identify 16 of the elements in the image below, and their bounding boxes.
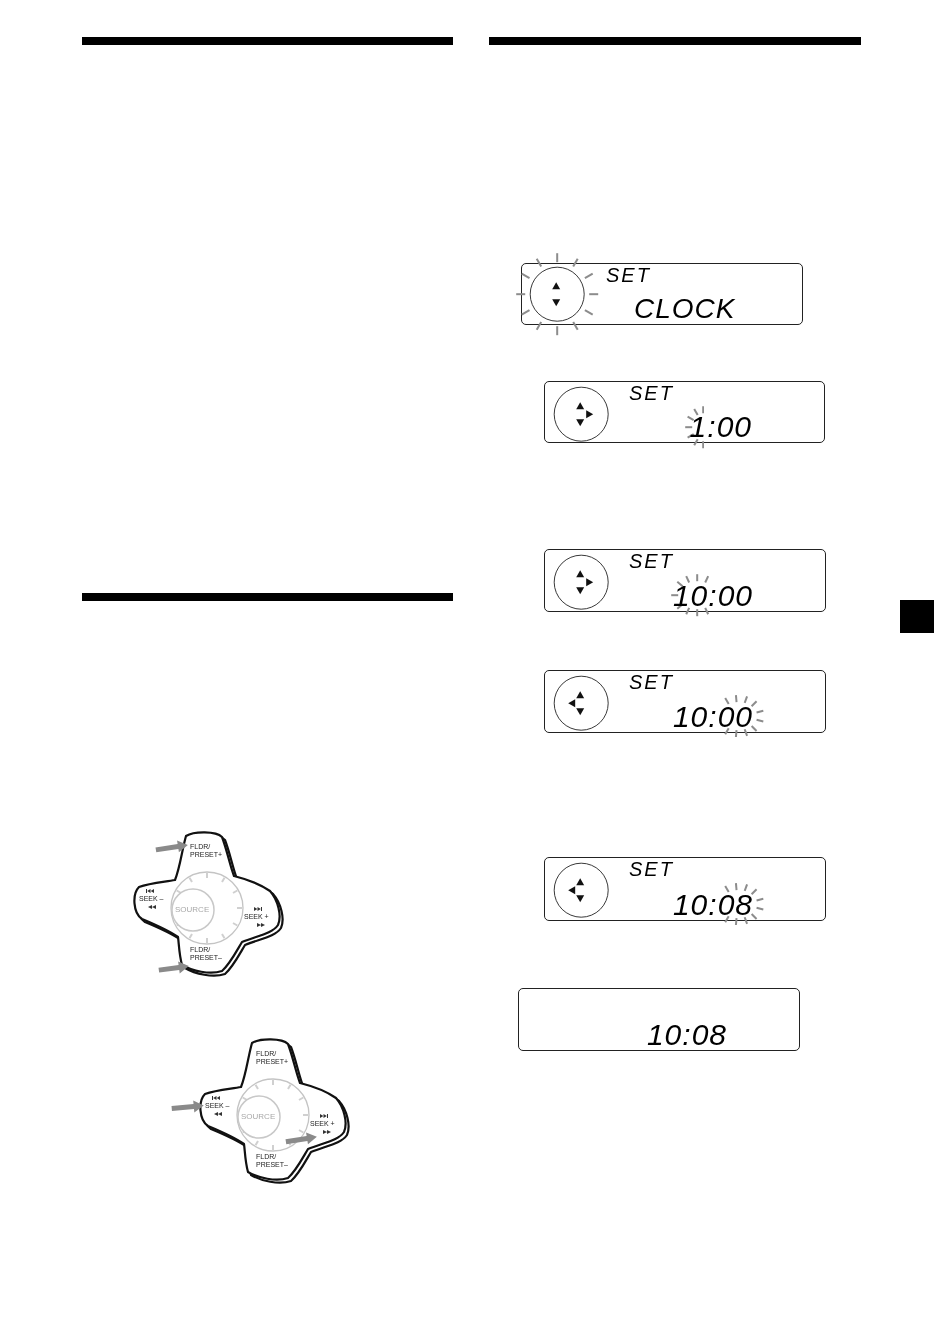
- lcd-indicator: SET: [629, 551, 674, 571]
- knob-label: SOURCE: [175, 905, 210, 915]
- lcd-readout: 10:00: [672, 584, 753, 608]
- lcd-readout: 10:00: [672, 705, 753, 729]
- control-knob: [130, 828, 286, 979]
- control-knob: [196, 1035, 352, 1186]
- knob-label: SOURCE: [241, 1112, 276, 1122]
- lcd-readout: 1:00: [689, 415, 752, 439]
- lcd-display: [518, 988, 800, 1051]
- lcd-indicator: SET: [629, 672, 674, 692]
- lcd-indicator: SET: [629, 859, 674, 879]
- lcd-readout: CLOCK: [634, 297, 736, 321]
- lcd-readout: 10:08: [672, 893, 753, 917]
- lcd-readout: 10:08: [646, 1023, 727, 1047]
- lcd-indicator: SET: [606, 265, 651, 285]
- lcd-indicator: SET: [629, 383, 674, 403]
